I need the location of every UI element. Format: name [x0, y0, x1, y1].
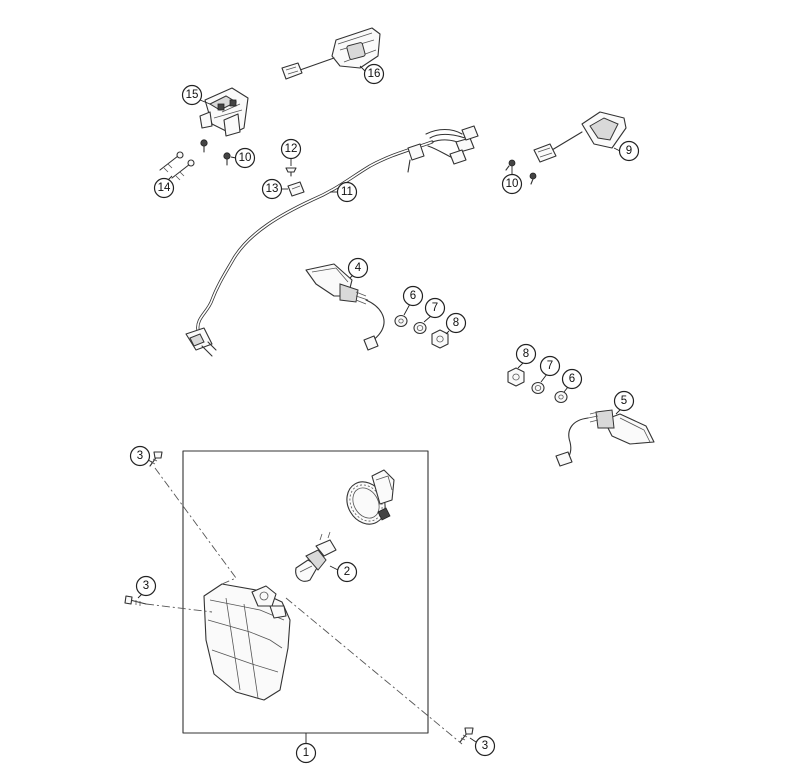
callout-15: 15: [181, 84, 211, 106]
callout-label: 8: [453, 317, 459, 329]
part-3-screw-left: [124, 595, 147, 606]
part-8-nut-lower: [507, 367, 525, 387]
callout-label: 3: [143, 580, 149, 592]
callout-12: 12: [280, 138, 302, 166]
part-11-wiring-harness: [185, 125, 479, 357]
callout-label: 13: [266, 183, 279, 195]
callout-8-lower: 8: [515, 343, 537, 369]
part-9-lamp-unit: [533, 111, 627, 163]
part-6-washer-lower: [554, 390, 568, 404]
callout-2: 2: [329, 561, 358, 583]
callout-13: 13: [261, 178, 288, 200]
callout-label: 14: [158, 182, 171, 194]
part-2-bulb: [295, 531, 337, 582]
part-1-headlight-housing: [203, 583, 291, 701]
callout-7-lower: 7: [539, 355, 561, 383]
callout-label: 10: [506, 178, 519, 190]
callout-label: 2: [344, 566, 350, 578]
callout-label: 12: [285, 143, 298, 155]
part-13-clip: [287, 181, 305, 197]
part-1-assembly-frame: [182, 450, 429, 734]
callout-label: 6: [569, 373, 575, 385]
part-5-turn-signal: [555, 409, 655, 467]
callout-label: 5: [621, 395, 627, 407]
part-10-screws-right: [505, 159, 537, 185]
callout-label: 4: [355, 262, 362, 274]
part-4-turn-signal: [305, 263, 385, 351]
part-10-screws-left: [200, 139, 231, 166]
callout-16: 16: [359, 63, 385, 85]
callout-label: 7: [432, 302, 438, 314]
callout-7-upper: 7: [423, 297, 446, 323]
callout-3-bottom: 3: [469, 735, 496, 757]
part-6-washer-upper: [394, 314, 408, 328]
callout-label: 16: [368, 68, 381, 80]
part-14-bolts: [159, 151, 195, 181]
callout-label: 7: [547, 360, 553, 372]
callout-8-upper: 8: [445, 312, 467, 335]
callout-label: 11: [341, 186, 353, 198]
callout-4: 4: [347, 257, 369, 279]
part-1-bulb-socket-cover: [346, 469, 395, 525]
callout-10-right: 10: [501, 166, 523, 195]
part-7-lock-washer-upper: [413, 321, 427, 335]
callout-5: 5: [613, 390, 635, 415]
callout-9: 9: [613, 140, 640, 162]
callout-3-top: 3: [129, 445, 153, 467]
part-7-lock-washer-lower: [531, 381, 545, 395]
callout-10-left: 10: [230, 147, 256, 169]
assembly-guide-lines: [145, 467, 463, 745]
part-3-screw-bottom: [459, 727, 474, 743]
part-15-switch-unit: [199, 87, 249, 137]
callout-label: 6: [410, 290, 416, 302]
part-12-screw: [285, 167, 297, 177]
callout-label: 3: [137, 450, 143, 462]
callout-label: 3: [482, 740, 488, 752]
callout-label: 9: [626, 145, 632, 157]
callout-11: 11: [330, 181, 358, 203]
part-16-connector-unit: [281, 27, 381, 80]
part-3-screw-top: [149, 451, 163, 467]
callout-label: 15: [186, 89, 199, 101]
callout-6-lower: 6: [561, 368, 583, 393]
callout-label: 8: [523, 348, 529, 360]
callout-label: 10: [239, 152, 252, 164]
callout-6-upper: 6: [402, 285, 424, 316]
part-8-nut-upper: [431, 329, 449, 349]
callout-14: 14: [153, 175, 175, 199]
callout-3-left: 3: [135, 575, 157, 599]
callout-label: 1: [303, 747, 309, 759]
callout-1: 1: [295, 733, 317, 764]
